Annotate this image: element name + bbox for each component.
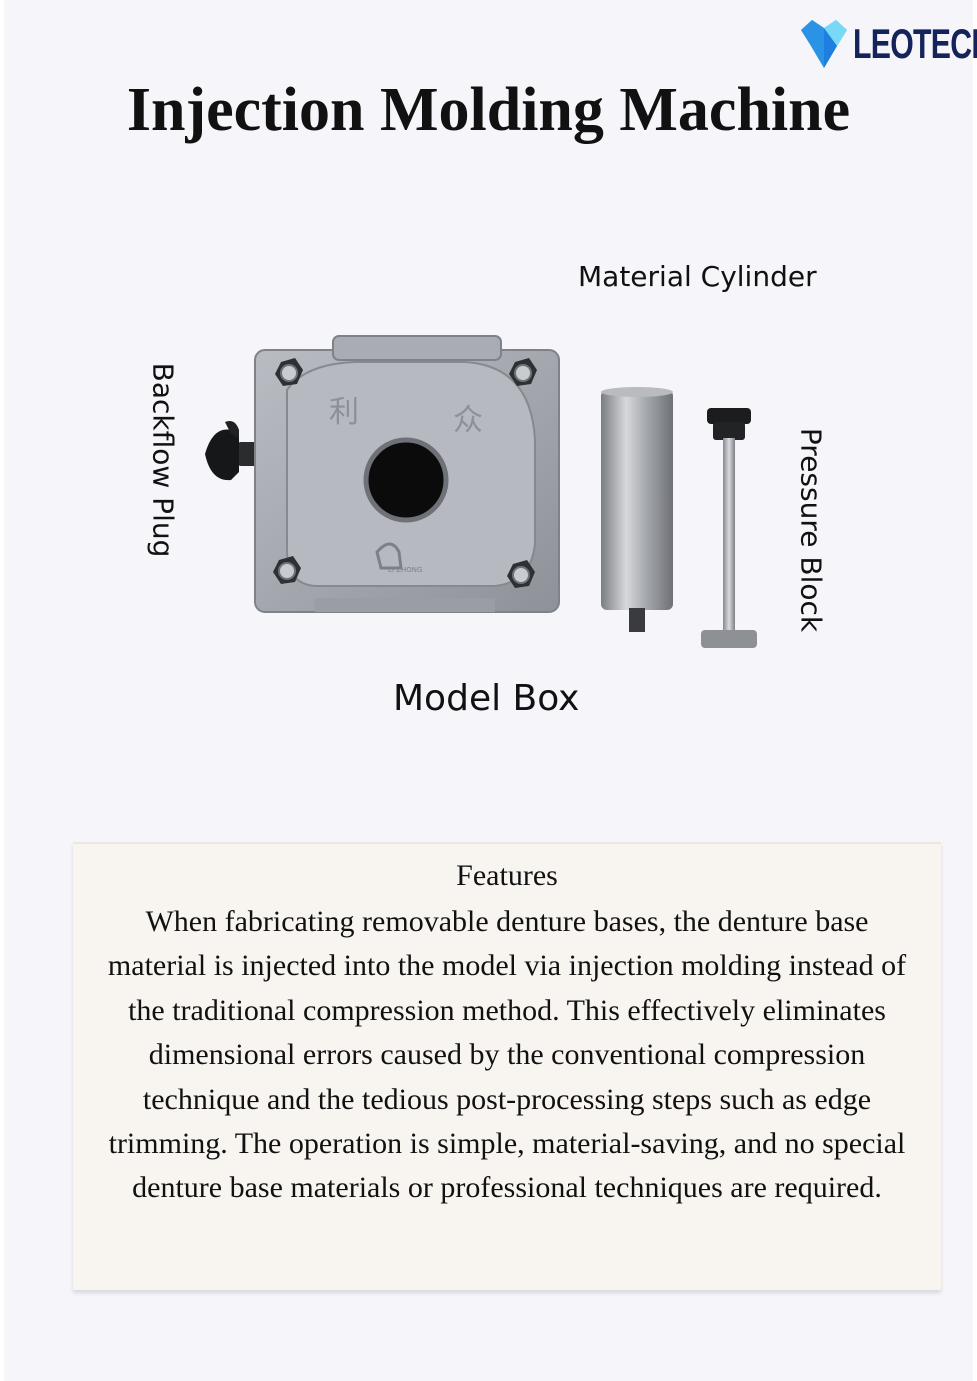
label-pressure-block: Pressure Block [794, 427, 828, 633]
svg-text:利: 利 [329, 395, 359, 430]
label-material-cylinder: Material Cylinder [578, 260, 817, 293]
brand-logo: LEOTECH [797, 16, 977, 70]
features-title: Features [456, 859, 558, 892]
svg-text:LI ZHONG: LI ZHONG [388, 566, 422, 574]
tooth-logo-icon [801, 20, 847, 68]
svg-text:众: 众 [453, 403, 483, 438]
corner-bolts [273, 358, 537, 588]
product-illustration: 利 众 LI ZHONG [205, 335, 757, 648]
label-backflow-plug: Backflow Plug [146, 362, 180, 558]
brand-name: LEOTECH [853, 20, 977, 67]
features-body: When fabricating removable denture bases… [107, 905, 907, 1205]
page-edge-left [0, 0, 4, 1381]
page-title: Injection Molding Machine [126, 76, 851, 144]
label-model-box: Model Box [393, 678, 580, 719]
pressure-block [701, 408, 757, 648]
page-edge-right [973, 0, 977, 1381]
material-cylinder [601, 387, 673, 632]
features-panel: Features When fabricating removable dent… [73, 842, 941, 1290]
model-box: 利 众 LI ZHONG [254, 335, 560, 613]
